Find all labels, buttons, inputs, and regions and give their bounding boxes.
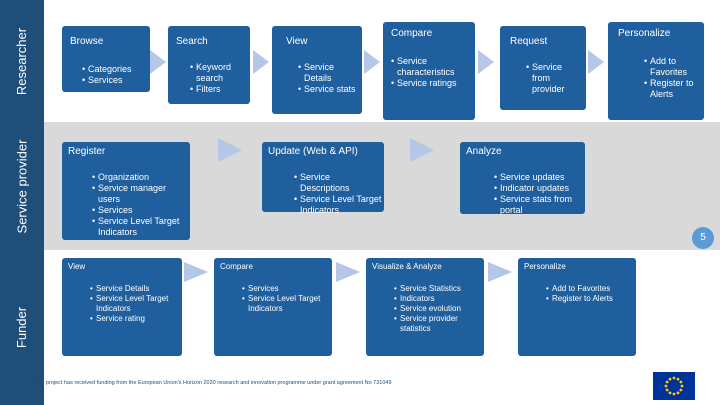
researcher-browse-list: Categories Services <box>82 64 132 86</box>
researcher-request-box: Request Service from provider <box>500 26 586 110</box>
researcher-request-list: Service from provider <box>526 62 580 95</box>
researcher-view-list: Service Details Service stats <box>298 62 356 95</box>
provider-register-list: Organization Service manager users Servi… <box>92 172 188 238</box>
provider-update-list: Service Descriptions Service Level Targe… <box>294 172 382 216</box>
researcher-compare-box: Compare Service characteristics Service … <box>383 22 475 120</box>
funder-visualize-box: Visualize & Analyze Service Statistics I… <box>366 258 484 356</box>
researcher-search-title: Search <box>176 36 208 47</box>
funder-visualize-list: Service Statistics Indicators Service ev… <box>394 284 482 334</box>
provider-label: Service provider <box>0 122 44 250</box>
arrow-right-icon <box>336 262 360 282</box>
researcher-compare-list: Service characteristics Service ratings <box>391 56 471 89</box>
researcher-request-title: Request <box>510 36 548 47</box>
arrow-right-icon <box>253 50 269 74</box>
researcher-compare-title: Compare <box>391 28 433 39</box>
researcher-browse-box: Browse Categories Services <box>62 26 150 92</box>
funder-personalize-box: Personalize Add to Favorites Register to… <box>518 258 636 356</box>
funder-compare-title: Compare <box>220 262 253 271</box>
arrow-right-icon <box>488 262 512 282</box>
researcher-personalize-box: Personalize Add to Favorites Register to… <box>608 22 704 120</box>
provider-update-title: Update (Web & API) <box>268 146 358 157</box>
footer-text: This project has received funding from t… <box>34 380 392 386</box>
funder-view-box: View Service Details Service Level Targe… <box>62 258 182 356</box>
funder-compare-box: Compare Services Service Level Target In… <box>214 258 332 356</box>
provider-register-box: Register Organization Service manager us… <box>62 142 190 240</box>
funder-personalize-title: Personalize <box>524 262 566 271</box>
researcher-search-box: Search Keyword search Filters <box>168 26 250 104</box>
provider-update-box: Update (Web & API) Service Descriptions … <box>262 142 384 215</box>
provider-register-title: Register <box>68 146 106 157</box>
funder-visualize-title: Visualize & Analyze <box>372 262 442 271</box>
funder-personalize-list: Add to Favorites Register to Alerts <box>546 284 634 304</box>
funder-compare-list: Services Service Level Target Indicators <box>242 284 330 314</box>
eu-flag-icon <box>653 372 695 400</box>
funder-label: Funder <box>0 250 44 405</box>
researcher-label: Researcher <box>0 0 44 122</box>
arrow-right-icon <box>478 50 494 74</box>
researcher-browse-title: Browse <box>70 36 104 47</box>
researcher-search-list: Keyword search Filters <box>190 62 246 95</box>
arrow-right-icon <box>588 50 604 74</box>
provider-analyze-box: Analyze Service updates Indicator update… <box>460 142 585 216</box>
arrow-right-icon <box>150 50 166 74</box>
researcher-view-title: View <box>286 36 308 47</box>
provider-analyze-list: Service updates Indicator updates Servic… <box>494 172 584 216</box>
arrow-right-icon <box>364 50 380 74</box>
arrow-right-icon <box>410 138 434 162</box>
arrow-right-icon <box>218 138 242 162</box>
page-number: 5 <box>692 227 714 249</box>
funder-view-list: Service Details Service Level Target Ind… <box>90 284 176 324</box>
provider-analyze-title: Analyze <box>466 146 502 157</box>
researcher-personalize-title: Personalize <box>618 28 671 39</box>
researcher-view-box: View Service Details Service stats <box>272 26 362 114</box>
funder-view-title: View <box>68 262 86 271</box>
arrow-right-icon <box>184 262 208 282</box>
researcher-personalize-list: Add to Favorites Register to Alerts <box>644 56 702 100</box>
